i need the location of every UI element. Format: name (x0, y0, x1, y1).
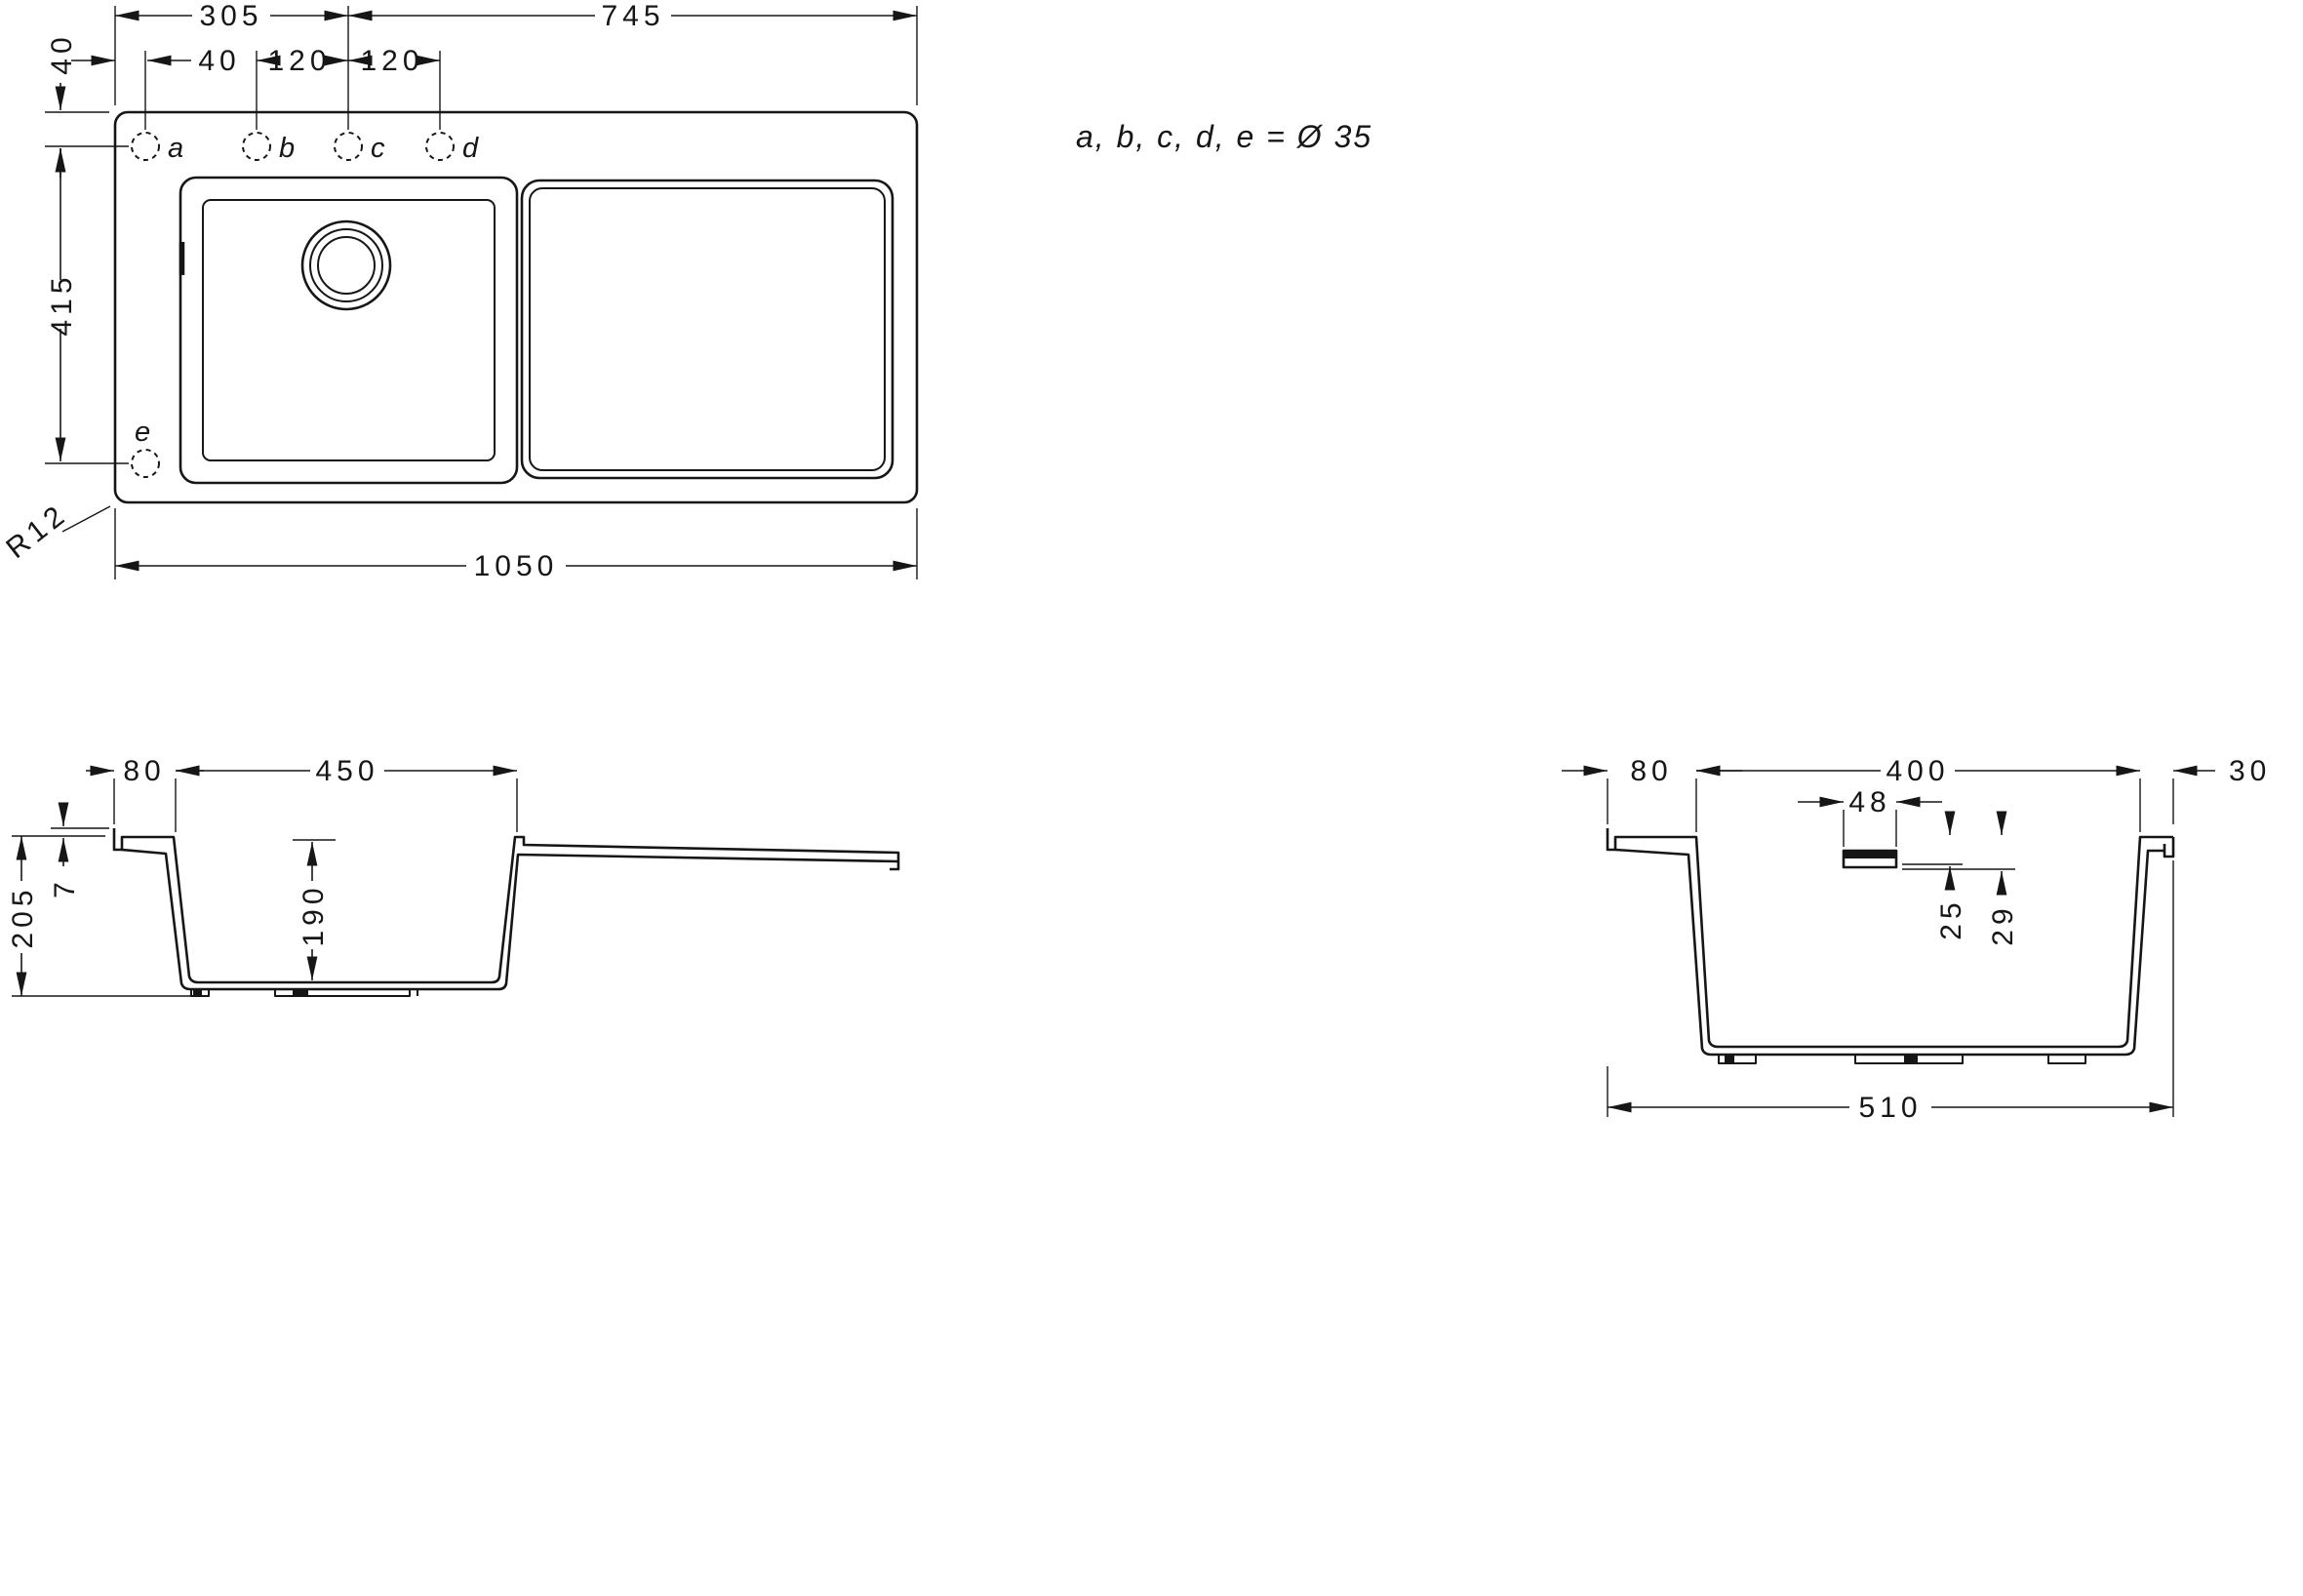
dim-120-a-label: 120 (267, 45, 331, 77)
side-dim-30-label: 30 (2229, 755, 2271, 787)
side-section-view (1606, 828, 2175, 1064)
dim-40-edge-label: 40 (198, 45, 240, 77)
front-profile-top (112, 828, 900, 984)
drain-outer-ring (300, 219, 392, 311)
tap-hole-b (242, 132, 271, 161)
tap-hole-c (334, 132, 363, 161)
side-dim-400-label: 400 (1886, 755, 1949, 787)
radius-leader-line (61, 505, 111, 533)
front-dim-205-label: 205 (7, 885, 39, 948)
drainboard-outer (520, 179, 894, 480)
front-dim-80-label: 80 (123, 755, 165, 787)
front-section-dimensions: 80 450 205 7 190 (7, 755, 518, 997)
radius-label: R12 (0, 498, 74, 565)
front-drain-tray (274, 989, 411, 997)
side-foot (2047, 1055, 2086, 1064)
top-view-dimensions: 305 745 40 120 120 40 415 1050 R12 (0, 0, 918, 582)
drainboard-inner (529, 187, 886, 471)
drain-mid-ring (309, 228, 383, 302)
dim-40-top-label: 40 (46, 32, 78, 74)
front-dim-7-label: 7 (49, 877, 81, 898)
front-pad (193, 989, 202, 996)
side-profile-shell (1614, 848, 2164, 1057)
hole-d-label: d (462, 133, 479, 164)
side-drain-tray (1854, 1055, 1964, 1064)
bowl-outer (179, 176, 519, 485)
side-section-dimensions: 80 400 30 48 25 29 510 (1562, 755, 2271, 1124)
hole-e-label: e (135, 417, 150, 448)
tap-hole-d (425, 132, 455, 161)
side-dim-80-label: 80 (1630, 755, 1672, 787)
overflow-outlet-fill (1844, 851, 1896, 858)
hole-b-label: b (279, 133, 295, 164)
dim-415-label: 415 (46, 272, 78, 336)
sink-outline (113, 110, 919, 504)
dim-745-label: 745 (601, 0, 664, 32)
dim-120-b-label: 120 (360, 45, 423, 77)
tap-hole-e (131, 449, 160, 478)
top-view: a b c d e a, b, c, d, e = Ø 35 (113, 110, 1372, 504)
side-profile-top (1606, 828, 2173, 1049)
front-drain-block (293, 989, 308, 996)
side-drain-block (1904, 1055, 1918, 1062)
hole-a-label: a (168, 133, 183, 164)
side-dim-48-label: 48 (1848, 786, 1890, 818)
side-right-edge-hook (2163, 837, 2175, 858)
dim-1050-label: 1050 (474, 550, 559, 582)
side-dim-510-label: 510 (1858, 1092, 1922, 1124)
front-dim-190-label: 190 (298, 883, 330, 946)
drain-inner-ring (317, 236, 376, 295)
front-dim-450-label: 450 (315, 755, 378, 787)
tap-hole-a (131, 132, 160, 161)
hole-diameter-note: a, b, c, d, e = Ø 35 (1076, 119, 1372, 154)
dim-305-label: 305 (199, 0, 262, 32)
side-dim-29-label: 29 (1987, 903, 2019, 945)
hole-c-label: c (371, 133, 385, 164)
side-foot (1718, 1055, 1757, 1064)
front-profile-shell (121, 848, 899, 991)
side-pad (1725, 1055, 1734, 1062)
front-section-view (112, 828, 900, 997)
bowl-inner (202, 199, 496, 461)
side-dim-25-label: 25 (1935, 898, 1967, 939)
